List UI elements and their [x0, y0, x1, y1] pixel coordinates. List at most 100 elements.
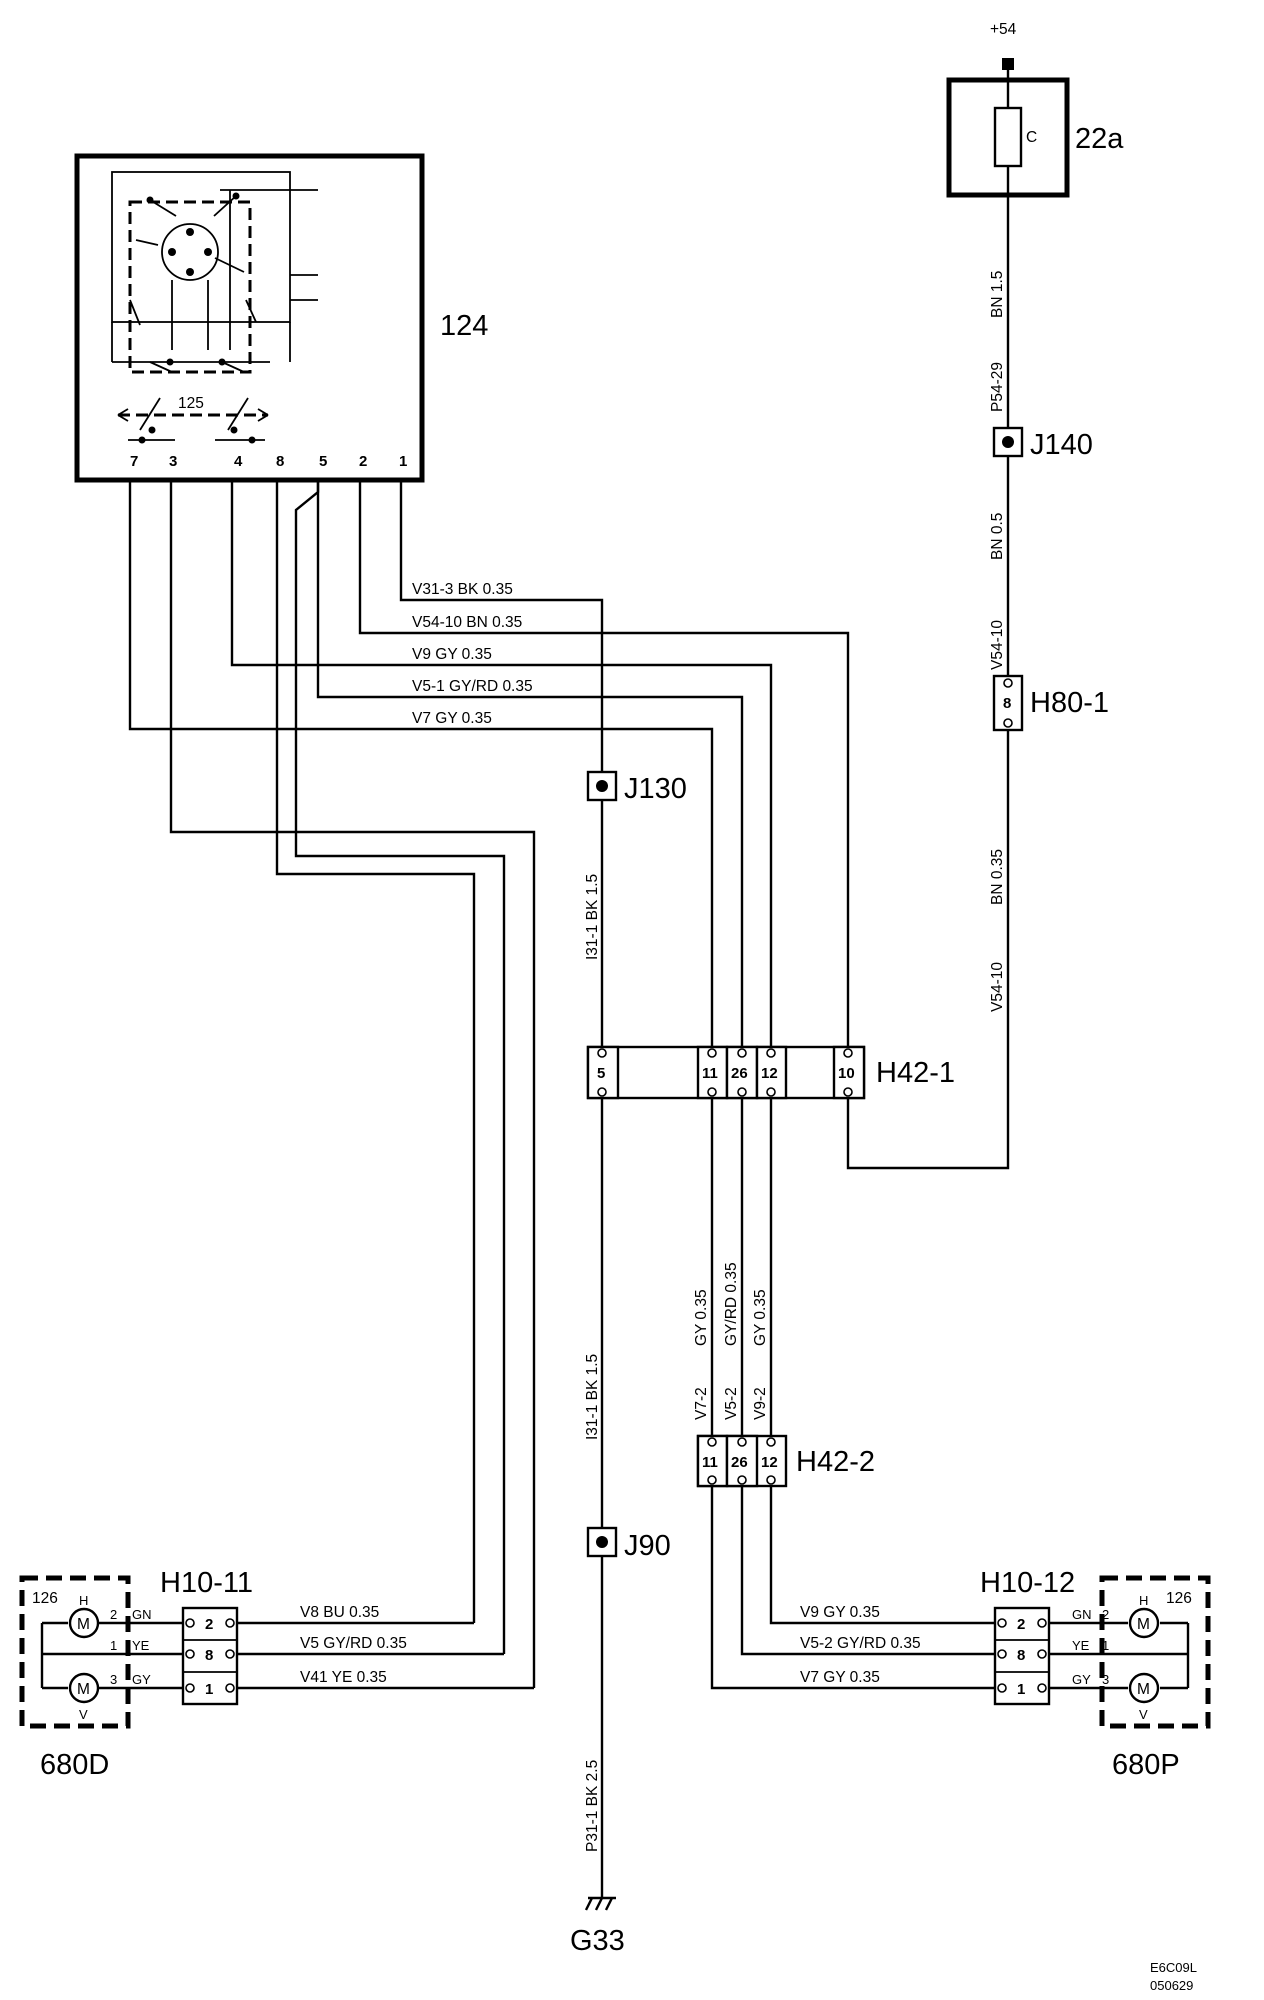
h10-11-pin-2: 2 [205, 1616, 213, 1633]
h10-11-pin-1: 1 [205, 1681, 213, 1698]
motor-680d-v: V [79, 1707, 88, 1722]
motor-680p-label: 680P [1112, 1749, 1180, 1781]
fuse-box-label: 22a [1075, 123, 1124, 155]
h42-1-pin-11: 11 [702, 1065, 718, 1082]
connector-h10-12-label: H10-12 [980, 1567, 1075, 1599]
label-v5-2: V5-2 [723, 1387, 740, 1420]
junction-j140-label: J140 [1030, 429, 1093, 461]
motor-680p-m-top: M [1137, 1616, 1150, 1633]
motor-680p-m-bottom: M [1137, 1681, 1150, 1698]
label-p31-1: P31-1 BK 2.5 [584, 1760, 601, 1852]
switch-pin-1: 1 [399, 453, 407, 470]
label-gy-035-a: GY 0.35 [693, 1289, 710, 1346]
junction-j130: J130 [586, 770, 687, 805]
harness-label-v9: V9 GY 0.35 [412, 646, 492, 663]
motor-680p-pin3: 3 [1102, 1672, 1109, 1687]
h42-2-pin-26: 26 [731, 1454, 748, 1471]
h10-12-pin-8: 8 [1017, 1647, 1025, 1664]
connector-h80-1: 8 H80-1 [992, 674, 1109, 732]
connector-h10-12: 2 8 1 H10-12 [980, 1567, 1075, 1706]
fuse-letter: C [1026, 129, 1037, 146]
label-p54-29: P54-29 [989, 362, 1006, 412]
connector-h42-2-label: H42-2 [796, 1446, 875, 1478]
junction-j90-label: J90 [624, 1530, 671, 1562]
motor-680d-pin1: 1 [110, 1638, 117, 1653]
switch-pin-5: 5 [319, 453, 327, 470]
motor-680d-num: 126 [32, 1590, 58, 1607]
right-wire-label-v5-2: V5-2 GY/RD 0.35 [800, 1635, 921, 1652]
h42-1-pin-10: 10 [838, 1065, 855, 1082]
motor-680d-pin2-color: GN [132, 1607, 152, 1622]
left-wire-label-v8: V8 BU 0.35 [300, 1604, 379, 1621]
motor-680p-num: 126 [1166, 1590, 1192, 1607]
switch-125-label: 125 [178, 395, 204, 412]
motor-680p-pin1: 1 [1102, 1638, 1109, 1653]
connector-h10-11: 2 8 1 H10-11 [160, 1567, 253, 1706]
label-bn-035: BN 0.35 [989, 849, 1006, 905]
connector-h42-2: 11 26 12 H42-2 [696, 1434, 875, 1488]
label-gyrd-035: GY/RD 0.35 [723, 1262, 740, 1346]
harness-label-v7: V7 GY 0.35 [412, 710, 492, 727]
motor-680p: M M H V 126 GN 2 YE 1 GY 3 [1049, 1575, 1211, 1729]
switch-pin-4: 4 [234, 453, 243, 470]
h10-12-pin-2: 2 [1017, 1616, 1025, 1633]
switch-mechanism [111, 171, 318, 374]
label-bn-15-top: BN 1.5 [989, 271, 1006, 318]
label-bn-05: BN 0.5 [989, 513, 1006, 560]
motor-680d: M M H V 126 2 GN 1 YE 3 GY [19, 1575, 183, 1729]
footer-date: 050629 [1150, 1978, 1193, 1993]
left-wire-label-v41: V41 YE 0.35 [300, 1669, 387, 1686]
switch-125: 125 [117, 395, 269, 444]
switch-pin-2: 2 [359, 453, 367, 470]
h10-12-pin-1: 1 [1017, 1681, 1025, 1698]
h42-2-pin-11: 11 [702, 1454, 718, 1471]
harness-label-v31-3: V31-3 BK 0.35 [412, 581, 513, 598]
motor-680d-pin3: 3 [110, 1672, 117, 1687]
fuse-box-22a: C 22a [946, 77, 1124, 198]
switch-pin-3: 3 [169, 453, 177, 470]
connector-h42-1: 5 11 26 12 10 H42-1 [586, 1045, 955, 1100]
switch-pin-7: 7 [130, 453, 138, 470]
right-wire-label-v7: V7 GY 0.35 [800, 1669, 880, 1686]
h42-1-pin-12: 12 [761, 1065, 778, 1082]
h10-11-pin-8: 8 [205, 1647, 213, 1664]
harness-label-v5-1: V5-1 GY/RD 0.35 [412, 678, 533, 695]
label-i31-1-upper: I31-1 BK 1.5 [584, 874, 601, 960]
motor-680p-h: H [1139, 1593, 1148, 1608]
supply-label: +54 [990, 21, 1017, 38]
junction-j140: J140 [992, 426, 1093, 461]
ground-symbol [584, 1896, 616, 1911]
motor-680d-h: H [79, 1593, 88, 1608]
label-v7-2: V7-2 [693, 1387, 710, 1420]
right-wire-label-v9: V9 GY 0.35 [800, 1604, 880, 1621]
label-v9-2: V9-2 [752, 1387, 769, 1420]
motor-680d-pin1-color: YE [132, 1638, 150, 1653]
motor-680p-pin3-color: GY [1072, 1672, 1091, 1687]
label-v54-10-a: V54-10 [989, 620, 1006, 670]
motor-680d-pin3-color: GY [132, 1672, 151, 1687]
connector-h10-11-label: H10-11 [160, 1567, 253, 1599]
motor-680p-pin2-color: GN [1072, 1607, 1092, 1622]
left-wire-label-v5: V5 GY/RD 0.35 [300, 1635, 407, 1652]
motor-680p-v: V [1139, 1707, 1148, 1722]
junction-j130-label: J130 [624, 773, 687, 805]
switch-124: 1 2 4 [74, 153, 488, 483]
motor-680d-m-bottom: M [77, 1681, 90, 1698]
footer-code: E6C09L [1150, 1960, 1197, 1975]
motor-680d-label: 680D [40, 1749, 109, 1781]
ground-label: G33 [570, 1925, 625, 1957]
harness-label-v54-10: V54-10 BN 0.35 [412, 614, 522, 631]
motor-680p-pin1-color: YE [1072, 1638, 1090, 1653]
h42-2-pin-12: 12 [761, 1454, 778, 1471]
switch-pin-8: 8 [276, 453, 284, 470]
connector-h80-1-label: H80-1 [1030, 687, 1109, 719]
switch-harness-wires [128, 478, 850, 1688]
connector-h42-1-label: H42-1 [876, 1057, 955, 1089]
motor-680d-m-top: M [77, 1616, 90, 1633]
h42-1-pin-5: 5 [597, 1065, 605, 1082]
switch-124-label: 124 [440, 310, 488, 342]
label-v54-10-b: V54-10 [989, 962, 1006, 1012]
h42-1-pin-26: 26 [731, 1065, 748, 1082]
motor-680p-pin2: 2 [1102, 1607, 1109, 1622]
